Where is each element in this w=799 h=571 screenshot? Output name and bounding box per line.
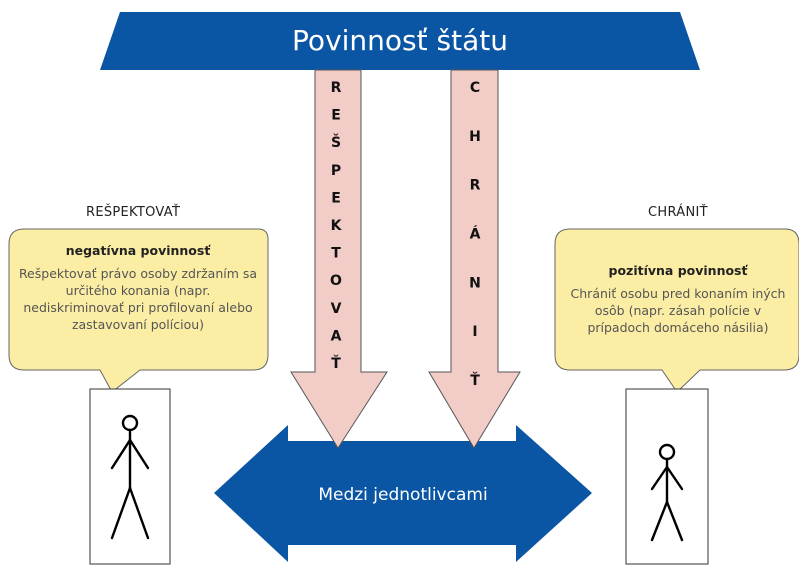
right-bubble-heading: pozitívna povinnosť xyxy=(608,263,748,278)
title-banner xyxy=(100,12,700,70)
respect-arrow-letters: REŠPEKTOVAŤ xyxy=(330,80,343,372)
left-letter: E xyxy=(331,190,341,206)
right-letter: C xyxy=(470,80,480,96)
left-letter: Ť xyxy=(331,354,341,372)
right-letter: Á xyxy=(470,226,481,243)
protect-arrow-letters: C H R Á N I Ť xyxy=(469,80,481,389)
protect-arrow xyxy=(428,69,521,449)
horizontal-arrow-label: Medzi jednotlivcami xyxy=(318,485,487,505)
respect-arrow xyxy=(290,69,388,449)
right-bubble-content: pozitívna povinnosť Chrániť osobu pred k… xyxy=(564,262,792,336)
left-letter: P xyxy=(331,163,341,179)
left-letter: E xyxy=(331,108,341,124)
left-letter: O xyxy=(330,273,342,289)
left-bubble-heading: negatívna povinnosť xyxy=(65,243,211,258)
right-letter: I xyxy=(472,324,477,340)
left-letter: A xyxy=(331,328,342,344)
left-letter: K xyxy=(331,218,343,234)
left-person-icon xyxy=(110,414,150,540)
right-bubble-body: Chrániť osobu pred konaním iných osôb (n… xyxy=(570,286,786,335)
left-bubble-content: negatívna povinnosť Rešpektovať právo os… xyxy=(18,242,258,333)
left-bubble-body: Rešpektovať právo osoby zdržaním sa urči… xyxy=(18,266,258,332)
left-letter: T xyxy=(331,246,341,262)
right-letter: N xyxy=(469,275,481,291)
left-letter: V xyxy=(331,301,342,317)
right-person-icon xyxy=(650,443,684,542)
right-caption: CHRÁNIŤ xyxy=(648,205,708,220)
left-letter: R xyxy=(331,80,342,96)
right-letter: Ť xyxy=(470,371,480,389)
left-letter: Š xyxy=(331,133,341,151)
horizontal-double-arrow xyxy=(214,425,592,562)
title-text: Povinnosť štátu xyxy=(292,24,508,57)
right-letter: H xyxy=(469,129,481,145)
left-speech-bubble xyxy=(8,228,269,393)
left-caption: REŠPEKTOVAŤ xyxy=(86,205,181,220)
right-letter: R xyxy=(470,178,481,194)
right-speech-bubble xyxy=(554,228,799,393)
